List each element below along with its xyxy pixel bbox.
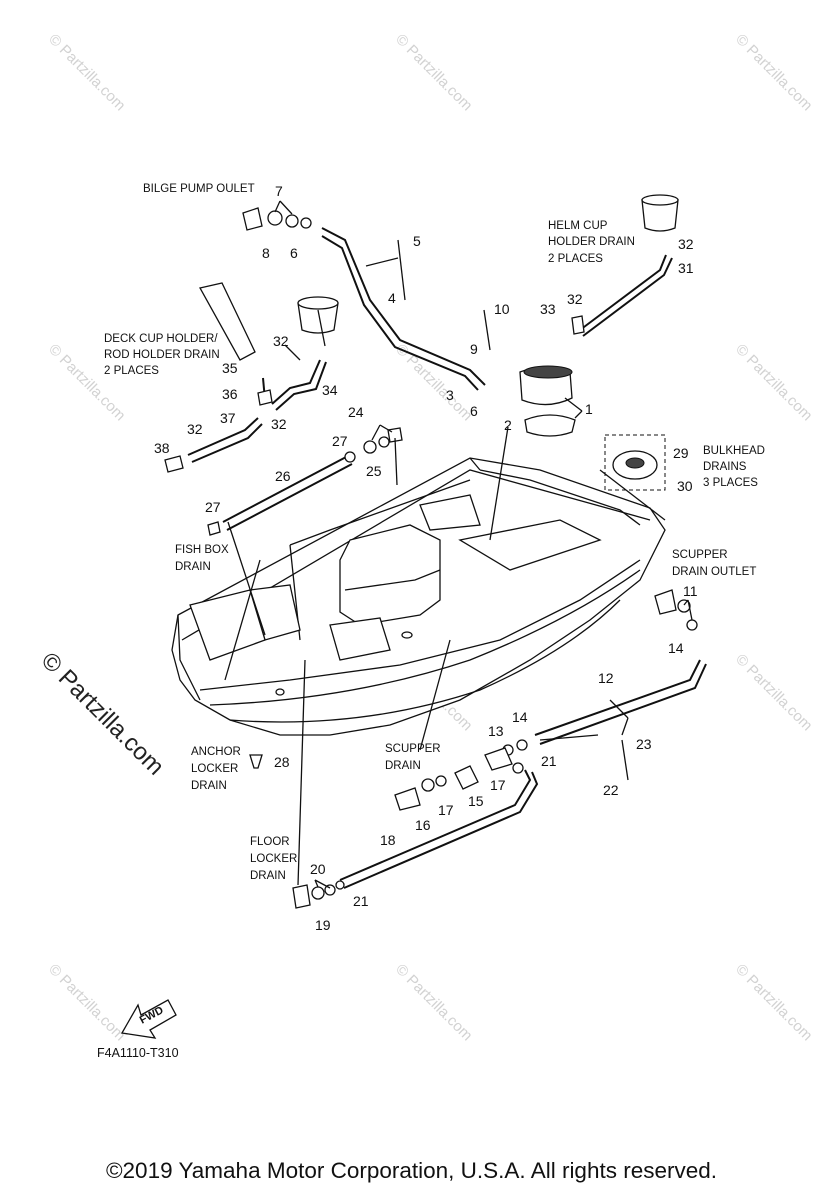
part-number: 5 bbox=[413, 233, 421, 249]
part-number: 36 bbox=[222, 386, 238, 402]
part-number: 28 bbox=[274, 754, 290, 770]
part-number: 27 bbox=[205, 499, 221, 515]
part-number: 37 bbox=[220, 410, 236, 426]
label-bulkhead: DRAINS bbox=[703, 461, 747, 473]
part-number-callouts: 7 8 6 5 4 32 31 33 32 10 9 3 6 2 1 35 32… bbox=[154, 183, 698, 933]
part-number: 15 bbox=[468, 793, 484, 809]
label-scupper-outlet: SCUPPER bbox=[672, 549, 728, 561]
part-number: 24 bbox=[348, 404, 364, 420]
part-number: 31 bbox=[678, 260, 694, 276]
label-helm-cup: HOLDER DRAIN bbox=[548, 236, 635, 248]
part-number: 11 bbox=[683, 583, 698, 599]
label-helm-cup: 2 PLACES bbox=[548, 253, 603, 265]
part-number: 32 bbox=[187, 421, 203, 437]
part-number: 3 bbox=[446, 387, 454, 403]
part-number: 33 bbox=[540, 301, 556, 317]
watermark: © Partzilla.com bbox=[732, 651, 815, 734]
part-number: 10 bbox=[494, 301, 510, 317]
label-floor-locker: FLOOR bbox=[250, 836, 290, 848]
watermark: © Partzilla.com bbox=[392, 31, 475, 114]
copyright-notice: ©2019 Yamaha Motor Corporation, U.S.A. A… bbox=[105, 1158, 718, 1183]
label-anchor-locker: LOCKER bbox=[191, 763, 238, 775]
label-scupper-drain: SCUPPER bbox=[385, 743, 441, 755]
part-number: 32 bbox=[273, 333, 289, 349]
label-floor-locker: DRAIN bbox=[250, 870, 286, 882]
label-scupper-outlet: DRAIN OUTLET bbox=[672, 566, 756, 578]
watermark: © Partzilla.com bbox=[45, 961, 128, 1044]
part-number: 7 bbox=[275, 183, 283, 199]
label-bulkhead: BULKHEAD bbox=[703, 445, 765, 457]
part-number: 8 bbox=[262, 245, 270, 261]
label-bulkhead: 3 PLACES bbox=[703, 477, 758, 489]
part-number: 16 bbox=[415, 817, 431, 833]
part-number: 17 bbox=[490, 777, 506, 793]
watermark: © Partzilla.com bbox=[392, 961, 475, 1044]
callout-labels: BILGE PUMP OULET HELM CUP HOLDER DRAIN 2… bbox=[104, 183, 765, 882]
label-floor-locker: LOCKER bbox=[250, 853, 297, 865]
part-number: 17 bbox=[438, 802, 454, 818]
side-watermark: © Partzilla.com bbox=[36, 647, 169, 780]
label-deck-cup: 2 PLACES bbox=[104, 365, 159, 377]
part-number: 27 bbox=[332, 433, 348, 449]
part-number: 1 bbox=[585, 401, 593, 417]
part-number: 2 bbox=[504, 417, 512, 433]
label-fish-box: FISH BOX bbox=[175, 544, 229, 556]
part-number: 29 bbox=[673, 445, 689, 461]
part-number: 12 bbox=[598, 670, 614, 686]
part-number: 6 bbox=[290, 245, 298, 261]
part-number: 32 bbox=[567, 291, 583, 307]
diagram-code: F4A1110-T310 bbox=[97, 1046, 179, 1060]
part-number: 26 bbox=[275, 468, 291, 484]
part-number: 32 bbox=[678, 236, 694, 252]
watermark: © Partzilla.com bbox=[45, 31, 128, 114]
part-number: 23 bbox=[636, 736, 652, 752]
label-deck-cup: DECK CUP HOLDER/ bbox=[104, 333, 218, 345]
label-anchor-locker: ANCHOR bbox=[191, 746, 241, 758]
part-number: 18 bbox=[380, 832, 396, 848]
part-number: 14 bbox=[668, 640, 684, 656]
part-number: 22 bbox=[603, 782, 619, 798]
part-number: 35 bbox=[222, 360, 238, 376]
fwd-arrow: FWD bbox=[120, 999, 177, 1039]
label-fish-box: DRAIN bbox=[175, 561, 211, 573]
part-number: 21 bbox=[353, 893, 369, 909]
label-helm-cup: HELM CUP bbox=[548, 220, 608, 232]
watermark: © Partzilla.com bbox=[732, 341, 815, 424]
part-number: 38 bbox=[154, 440, 170, 456]
watermark: © Partzilla.com bbox=[732, 31, 815, 114]
boat-hull bbox=[171, 457, 666, 736]
label-scupper-drain: DRAIN bbox=[385, 760, 421, 772]
leader-lines bbox=[224, 200, 693, 889]
part-number: 20 bbox=[310, 861, 326, 877]
part-number: 14 bbox=[512, 709, 528, 725]
part-number: 34 bbox=[322, 382, 338, 398]
part-number: 19 bbox=[315, 917, 331, 933]
part-number: 4 bbox=[388, 290, 396, 306]
label-deck-cup: ROD HOLDER DRAIN bbox=[104, 349, 220, 361]
part-number: 6 bbox=[470, 403, 478, 419]
label-anchor-locker: DRAIN bbox=[191, 780, 227, 792]
label-bilge-pump-outlet: BILGE PUMP OULET bbox=[143, 183, 255, 195]
part-number: 30 bbox=[677, 478, 693, 494]
part-number: 9 bbox=[470, 341, 478, 357]
part-number: 21 bbox=[541, 753, 557, 769]
watermark: © Partzilla.com bbox=[392, 341, 475, 424]
watermark: © Partzilla.com bbox=[732, 961, 815, 1044]
part-number: 13 bbox=[488, 723, 504, 739]
part-number: 25 bbox=[366, 463, 382, 479]
part-number: 32 bbox=[271, 416, 287, 432]
